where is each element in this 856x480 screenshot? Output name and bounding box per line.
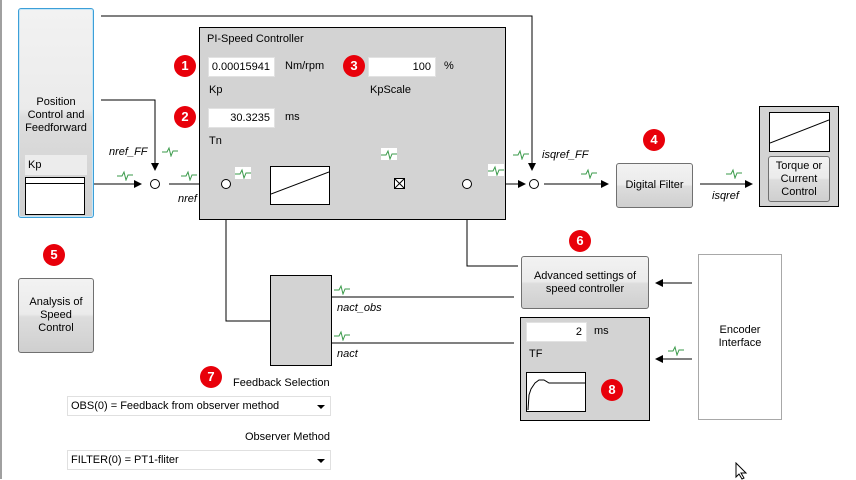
signal-label-nref-ff: nref_FF bbox=[109, 146, 148, 158]
torque-control-panel: Torque or Current Control bbox=[759, 106, 839, 207]
pi-speed-controller-panel: PI-Speed Controller Nm/rpm Kp % KpScale … bbox=[199, 27, 506, 220]
feedback-selection-value: OBS(0) = Feedback from observer method bbox=[71, 400, 280, 412]
mouse-cursor-icon bbox=[735, 462, 748, 480]
sum-point-1 bbox=[150, 179, 160, 189]
chevron-down-icon bbox=[317, 459, 325, 463]
kp-label: Kp bbox=[209, 84, 223, 96]
pt1-response-graph-icon[interactable] bbox=[526, 372, 586, 412]
signal-trace-icon[interactable] bbox=[513, 148, 529, 161]
kpscale-label: KpScale bbox=[370, 84, 411, 96]
position-control-title: Position Control and Feedforward bbox=[25, 96, 87, 134]
tn-unit: ms bbox=[285, 111, 300, 123]
tn-label: Tn bbox=[209, 135, 222, 147]
signal-trace-icon[interactable] bbox=[117, 169, 133, 182]
signal-label-isqref-ff: isqref_FF bbox=[542, 149, 589, 161]
callout-badge-2: 2 bbox=[174, 106, 196, 128]
tf-input[interactable] bbox=[526, 322, 587, 342]
signal-label-nact-obs: nact_obs bbox=[337, 302, 382, 314]
position-kp-label: Kp bbox=[25, 155, 87, 175]
feedback-selection-label: Feedback Selection bbox=[233, 377, 330, 389]
signal-trace-icon[interactable] bbox=[162, 145, 178, 158]
signal-trace-icon[interactable] bbox=[235, 167, 251, 180]
signal-trace-icon[interactable] bbox=[488, 164, 504, 177]
signal-trace-icon[interactable] bbox=[334, 329, 350, 342]
sum-point-3 bbox=[462, 179, 472, 189]
analysis-speed-control-button[interactable]: Analysis of Speed Control bbox=[18, 278, 94, 353]
kp-unit: Nm/rpm bbox=[285, 60, 325, 72]
tf-label: TF bbox=[529, 348, 543, 360]
callout-badge-8: 8 bbox=[601, 379, 623, 401]
multiplier-icon bbox=[394, 178, 405, 189]
observer-method-value: FILTER(0) = PT1-fliter bbox=[71, 454, 179, 466]
signal-trace-icon[interactable] bbox=[334, 283, 350, 296]
tf-unit: ms bbox=[594, 325, 609, 337]
kpscale-unit: % bbox=[444, 60, 454, 72]
torque-control-button[interactable]: Torque or Current Control bbox=[768, 156, 830, 202]
feedback-selection-dropdown[interactable]: OBS(0) = Feedback from observer method bbox=[67, 396, 331, 416]
kp-input[interactable] bbox=[208, 57, 275, 77]
signal-trace-icon[interactable] bbox=[668, 344, 684, 357]
signal-label-isqref: isqref bbox=[712, 190, 739, 202]
torque-graph-icon bbox=[769, 112, 830, 152]
sum-point-4 bbox=[529, 179, 539, 189]
signal-trace-icon[interactable] bbox=[726, 167, 742, 180]
callout-badge-6: 6 bbox=[569, 230, 591, 252]
callout-badge-1: 1 bbox=[174, 55, 196, 77]
observer-method-label: Observer Method bbox=[245, 431, 330, 443]
observer-method-dropdown[interactable]: FILTER(0) = PT1-fliter bbox=[67, 450, 331, 470]
line-nref-ff bbox=[101, 99, 159, 171]
signal-trace-icon[interactable] bbox=[581, 167, 597, 180]
pi-transfer-graph-icon[interactable] bbox=[270, 166, 330, 205]
window-left-border bbox=[0, 0, 2, 479]
callout-badge-4: 4 bbox=[643, 129, 665, 151]
tn-input[interactable] bbox=[208, 108, 275, 128]
feedback-switch-block bbox=[270, 275, 332, 366]
signal-label-nact: nact bbox=[337, 348, 358, 360]
sum-point-2 bbox=[221, 179, 231, 189]
signal-trace-icon[interactable] bbox=[381, 148, 397, 161]
chevron-down-icon bbox=[317, 405, 325, 409]
position-graph-icon bbox=[25, 177, 85, 215]
signal-trace-icon[interactable] bbox=[181, 169, 197, 182]
pi-controller-title: PI-Speed Controller bbox=[207, 33, 304, 45]
callout-badge-3: 3 bbox=[343, 55, 365, 77]
position-control-block[interactable]: Position Control and Feedforward Kp bbox=[18, 8, 94, 218]
advanced-settings-button[interactable]: Advanced settings of speed controller bbox=[521, 256, 649, 309]
digital-filter-button[interactable]: Digital Filter bbox=[616, 163, 693, 208]
speed-filter-panel: ms TF bbox=[520, 317, 650, 421]
signal-label-nref: nref bbox=[178, 193, 197, 205]
callout-badge-7: 7 bbox=[200, 366, 222, 388]
encoder-interface-block[interactable]: Encoder Interface bbox=[698, 254, 782, 420]
kpscale-input[interactable] bbox=[368, 57, 436, 77]
callout-badge-5: 5 bbox=[43, 244, 65, 266]
